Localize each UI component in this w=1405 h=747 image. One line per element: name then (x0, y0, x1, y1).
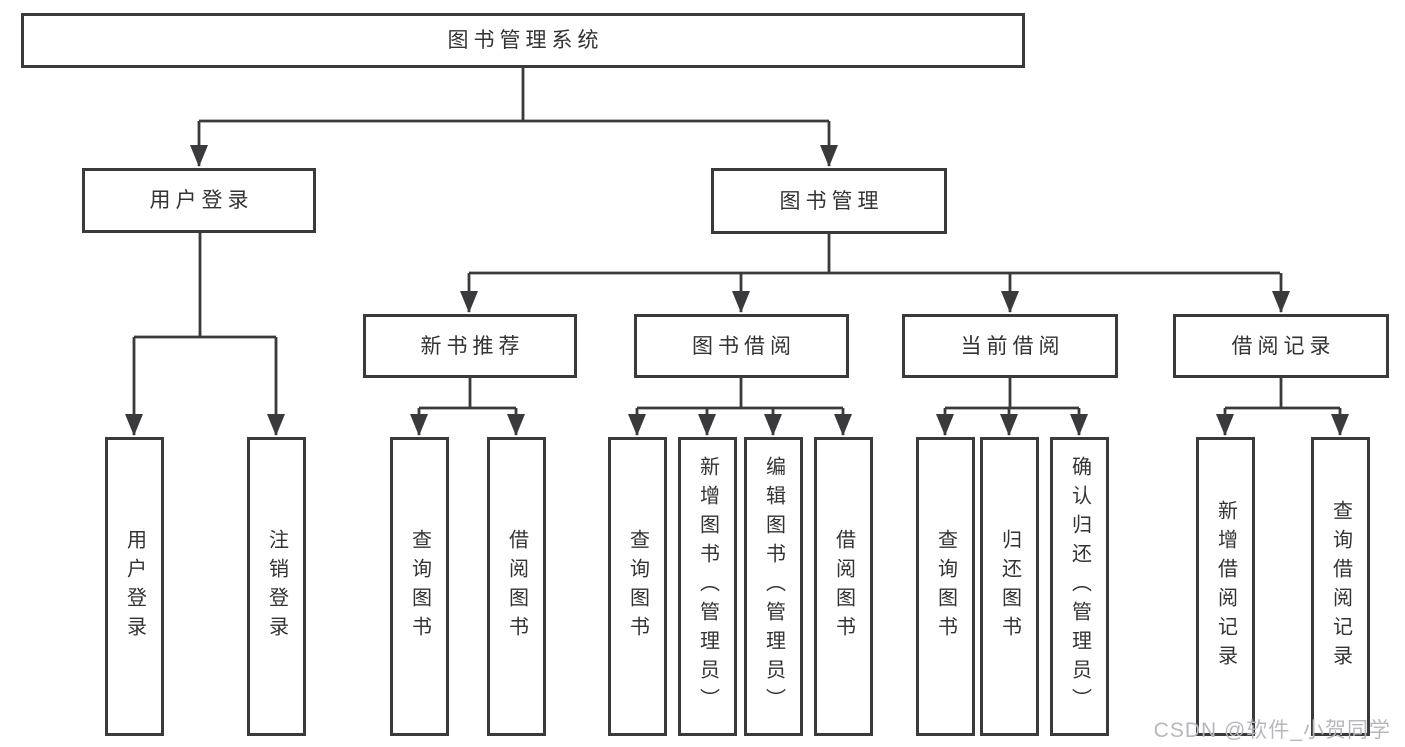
leaf-query-books-borrowing: 查询图书 (608, 437, 667, 736)
connector-borrow-records-split (1225, 378, 1340, 410)
leaf-return-books: 归还图书 (980, 437, 1039, 736)
connector-user-login-split (134, 233, 276, 339)
leaf-confirm-return-admin: 确认归还（管理员） (1050, 437, 1109, 736)
leaf-borrow-books: 借阅图书 (814, 437, 873, 736)
node-book-borrowing: 图书借阅 (634, 314, 849, 378)
connector-root-split (199, 68, 829, 123)
node-book-management: 图书管理 (711, 168, 947, 234)
leaf-edit-books-admin: 编辑图书（管理员） (744, 437, 803, 736)
leaf-query-books-recommend: 查询图书 (390, 437, 449, 736)
leaf-user-login: 用户登录 (105, 437, 164, 736)
connector-book-borrowing-split (637, 378, 843, 410)
connector-current-borrowing-split (945, 378, 1079, 410)
connector-book-management-split (469, 234, 1280, 275)
connector-new-book-split (419, 378, 516, 410)
leaf-borrow-books-recommend: 借阅图书 (487, 437, 546, 736)
leaf-add-books-admin: 新增图书（管理员） (678, 437, 737, 736)
node-borrow-records: 借阅记录 (1173, 314, 1389, 378)
leaf-query-borrow-record: 查询借阅记录 (1311, 437, 1370, 736)
node-new-book-recommend: 新书推荐 (363, 314, 577, 378)
csdn-watermark: CSDN @软件_小贺同学 (1153, 719, 1391, 742)
node-user-login: 用户登录 (82, 168, 316, 233)
leaf-add-borrow-record: 新增借阅记录 (1196, 437, 1255, 736)
node-current-borrowing: 当前借阅 (902, 314, 1118, 378)
leaf-logout: 注销登录 (247, 437, 306, 736)
leaf-query-books-current: 查询图书 (916, 437, 975, 736)
node-library-management-system: 图书管理系统 (21, 13, 1025, 68)
